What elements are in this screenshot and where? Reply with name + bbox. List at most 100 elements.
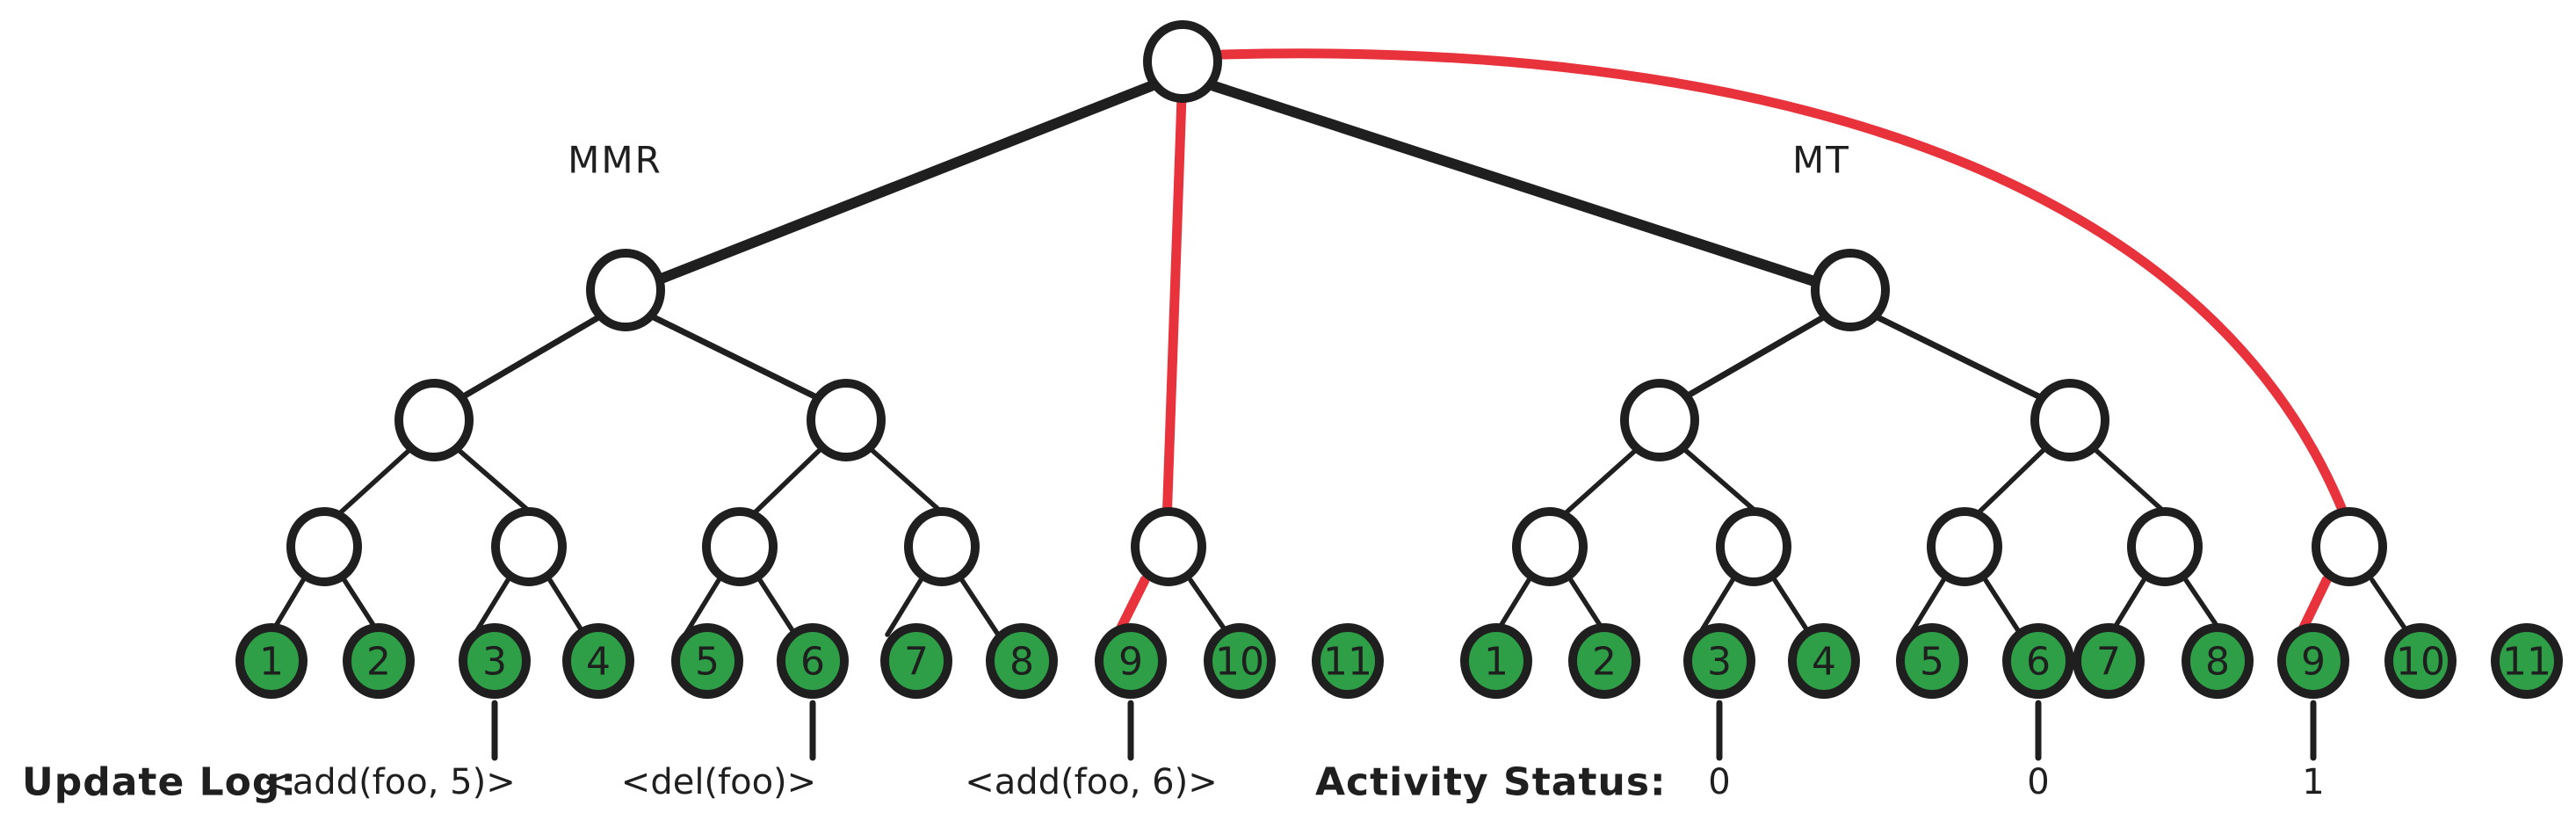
mmr-leafparent-9-10[interactable] (1131, 507, 1206, 586)
edge-l3a-l (331, 447, 412, 521)
mmr-leaf-11-circle[interactable] (1312, 623, 1384, 699)
edge-p3-leaf6 (757, 577, 798, 637)
mmr-leaf-5-label: 5 (695, 640, 720, 685)
mmr-level3-node-b[interactable] (807, 379, 886, 461)
mt-leaf-11-circle[interactable] (2491, 623, 2563, 699)
mmr-leaf-9-circle[interactable] (1095, 623, 1167, 699)
leaf-node[interactable]: 9 (2277, 623, 2349, 699)
mt-leaf-5-label: 5 (1920, 640, 1944, 685)
mt-tree-label: MT (1792, 139, 1850, 182)
mt-leafparent-9-10[interactable] (2312, 507, 2387, 586)
leaf-node[interactable]: 4 (562, 623, 634, 699)
mmr-leafparent-1-2[interactable] (286, 507, 362, 586)
mt-leaf-1-label: 1 (1484, 640, 1509, 685)
leaf-node[interactable]: 6 (2002, 623, 2074, 699)
leaf-node[interactable]: 1 (1460, 623, 1532, 699)
mmr-leaf-5-circle[interactable] (671, 623, 743, 699)
mmr-leaf-4-circle[interactable] (562, 623, 634, 699)
leaf-node[interactable]: 8 (986, 623, 1058, 699)
leaf-node-detached[interactable]: 11 (1312, 623, 1384, 699)
mt-leaf-1-circle[interactable] (1460, 623, 1532, 699)
left-tree-leaves: 1 2 3 4 5 6 7 (235, 623, 1384, 699)
edge-q2-leaf4 (1772, 577, 1813, 637)
mt-leaf-7-circle[interactable] (2073, 623, 2145, 699)
edge-mmr-r (648, 313, 849, 415)
mt-level3-node-a[interactable] (1620, 379, 1699, 461)
leaf-node[interactable]: 8 (2182, 623, 2254, 699)
mt-leafparent-1-2[interactable] (1512, 507, 1588, 586)
leaf-node[interactable]: 4 (1788, 623, 1860, 699)
leaf-node[interactable]: 10 (1204, 623, 1276, 699)
mmr-leaf-2-label: 2 (366, 640, 391, 685)
update-log-entry-1: <del(foo)> (621, 762, 816, 802)
mmr-leaf-6-circle[interactable] (777, 623, 849, 699)
mmr-leaf-8-circle[interactable] (986, 623, 1058, 699)
leaf-node[interactable]: 2 (343, 623, 415, 699)
edge-p5-leaf10 (1188, 577, 1231, 637)
activity-status-value-0: 0 (1708, 762, 1730, 802)
mt-leafparent-3-4[interactable] (1716, 507, 1791, 586)
right-tree-edges (1209, 81, 2412, 637)
mmr-leaf-3-circle[interactable] (459, 623, 531, 699)
mt-leaf-4-circle[interactable] (1788, 623, 1860, 699)
leaf-node[interactable]: 9 (1095, 623, 1167, 699)
mt-leaf-6-circle[interactable] (2002, 623, 2074, 699)
mt-leafparent-5-6[interactable] (1927, 507, 2002, 586)
leaf-node[interactable]: 5 (671, 623, 743, 699)
mmr-leaf-1-label: 1 (259, 640, 284, 685)
activity-status-label: Activity Status: (1315, 760, 1667, 805)
leaf-node-detached[interactable]: 11 (2491, 623, 2563, 699)
activity-status-value-2: 1 (2302, 762, 2324, 802)
mmr-leaf-7-circle[interactable] (880, 623, 952, 699)
mt-leafparent-7-8[interactable] (2127, 507, 2203, 586)
update-log-label: Update Log: (22, 760, 297, 805)
mt-leaf-6-label: 6 (2026, 640, 2051, 685)
mmr-leafparent-5-6[interactable] (702, 507, 778, 586)
left-tree-edges (268, 81, 1231, 637)
mmr-leaf-10-label: 10 (1215, 640, 1264, 685)
leaf-node[interactable]: 2 (1568, 623, 1640, 699)
activity-status-value-1: 0 (2027, 762, 2049, 802)
mmr-subroot-node[interactable] (586, 249, 665, 331)
mt-level3-node-b[interactable] (2030, 379, 2109, 461)
mt-leaf-8-label: 8 (2205, 640, 2230, 685)
leaf-node[interactable]: 6 (777, 623, 849, 699)
leaf-node[interactable]: 5 (1896, 623, 1968, 699)
mt-leaf-7-label: 7 (2096, 640, 2121, 685)
mmr-leaf-6-label: 6 (800, 640, 825, 685)
mt-leaf-5-circle[interactable] (1896, 623, 1968, 699)
mt-leaf-8-circle[interactable] (2182, 623, 2254, 699)
edge-r3a-r (1682, 447, 1767, 521)
mt-leaf-2-circle[interactable] (1568, 623, 1640, 699)
mmr-leaf-10-circle[interactable] (1204, 623, 1276, 699)
mmr-leafparent-3-4[interactable] (491, 507, 567, 586)
mt-leaf-3-circle[interactable] (1683, 623, 1755, 699)
leaf-node[interactable]: 10 (2384, 623, 2457, 699)
mmr-leaf-9-label: 9 (1118, 640, 1143, 685)
mt-subroot-node[interactable] (1811, 249, 1890, 331)
mmr-level3-node-a[interactable] (394, 379, 474, 461)
highlight-root-to-mt-leaf9 (1218, 48, 2353, 528)
mmr-leaf-1-circle[interactable] (235, 623, 308, 699)
root-node[interactable] (1143, 20, 1222, 103)
mt-leaf-2-label: 2 (1592, 640, 1617, 685)
highlight-paths (1112, 48, 2353, 640)
edge-q3-leaf5 (1907, 577, 1946, 637)
update-log-entry-2: <add(foo, 6)> (965, 762, 1217, 802)
edge-p4-leaf8 (959, 577, 1001, 637)
mmr-leaf-7-label: 7 (904, 640, 929, 685)
mt-leaf-10-circle[interactable] (2384, 623, 2457, 699)
leaf-node[interactable]: 3 (1683, 623, 1755, 699)
left-tree-internal-nodes (286, 249, 1206, 586)
leaf-node[interactable]: 3 (459, 623, 531, 699)
mt-leaf-9-circle[interactable] (2277, 623, 2349, 699)
leaf-node[interactable]: 7 (880, 623, 952, 699)
edge-q3-leaf6 (1983, 577, 2023, 637)
leaf-node[interactable]: 1 (235, 623, 308, 699)
edge-r3a-l (1557, 447, 1639, 521)
mmr-leafparent-7-8[interactable] (904, 507, 980, 586)
mmr-leaf-2-circle[interactable] (343, 623, 415, 699)
mmr-leaf-3-label: 3 (482, 640, 507, 685)
leaf-node[interactable]: 7 (2073, 623, 2145, 699)
edge-p2-leaf3 (472, 577, 510, 637)
